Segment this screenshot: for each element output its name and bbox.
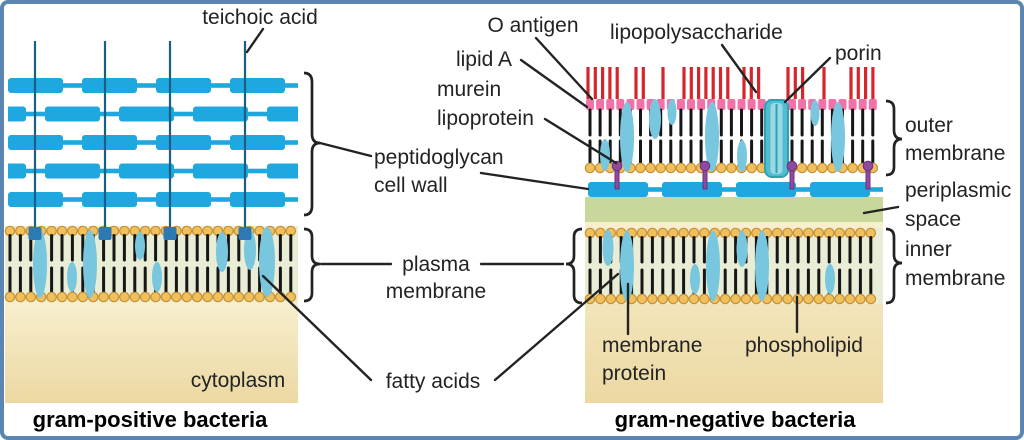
teichoic-acid-label: teichoic acid <box>202 6 318 29</box>
fatty-acids-label: fatty acids <box>386 370 481 393</box>
lipopolysaccharide-pointer <box>720 43 758 94</box>
plasma-membrane-proteins <box>33 227 275 298</box>
lipid-a-pointer <box>519 58 589 109</box>
cytoplasm-label: cytoplasm <box>191 369 286 392</box>
murein-lipoprotein-label-1: murein <box>437 78 501 101</box>
gram-positive-panel <box>3 41 298 403</box>
gram-positive-cytoplasm <box>5 302 298 403</box>
membrane-protein-label-1: membrane <box>602 334 702 357</box>
porin-label: porin <box>835 42 882 65</box>
peptidoglycan-pointer-right <box>479 171 590 191</box>
inner-membrane-right-brace <box>885 227 903 305</box>
teichoic-acid-strands <box>28 41 252 240</box>
phospholipid-label: phospholipid <box>745 334 863 357</box>
outer-membrane-label-1: outer <box>905 114 953 137</box>
peptidoglycan-label-2: cell wall <box>374 174 448 197</box>
porin-channel <box>764 99 789 178</box>
inner-membrane-interior <box>585 228 883 304</box>
periplasmic-space-pointer <box>862 205 900 215</box>
inner-membrane-left-brace <box>565 227 583 305</box>
pointer-lines <box>245 27 900 382</box>
fatty-acids-pointer-left <box>261 274 373 382</box>
inner-membrane-proteins <box>602 230 835 301</box>
gram-positive-title: gram-positive bacteria <box>33 407 269 432</box>
murein-lipoprotein-pointer <box>543 117 618 165</box>
outer-membrane-proteins <box>600 99 845 172</box>
porin-pointer <box>783 56 832 104</box>
periplasmic-space-label-1: periplasmic <box>905 179 1011 202</box>
membrane-protein-label-2: protein <box>602 362 666 385</box>
plasma-membrane-label-2: membrane <box>386 280 486 303</box>
peptidoglycan-pointer-left <box>318 141 373 158</box>
periplasmic-space-band <box>585 197 883 222</box>
plasma-membrane-label-1: plasma <box>402 253 470 276</box>
fatty-acids-pointer-right <box>493 272 620 382</box>
gram-negative-panel <box>583 65 883 403</box>
outer-membrane-label-2: membrane <box>905 142 1005 165</box>
gram-negative-title: gram-negative bacteria <box>615 407 857 432</box>
inner-membrane-label-1: inner <box>905 238 952 261</box>
lipopolysaccharide-label: lipopolysaccharide <box>610 21 783 44</box>
text-labels: teichoic acid peptidoglycan cell wall pl… <box>33 6 1012 432</box>
periplasmic-space-label-2: space <box>905 208 961 231</box>
inner-membrane-label-2: membrane <box>905 267 1005 290</box>
o-antigen-pointer <box>534 36 594 101</box>
teichoic-acid-pointer <box>245 27 265 54</box>
outer-membrane-brace <box>885 99 903 177</box>
o-antigen-label: O antigen <box>487 14 578 37</box>
murein-lipoprotein-label-2: lipoprotein <box>437 107 534 130</box>
lipid-a-label: lipid A <box>456 48 512 71</box>
peptidoglycan-label-1: peptidoglycan <box>374 146 504 169</box>
